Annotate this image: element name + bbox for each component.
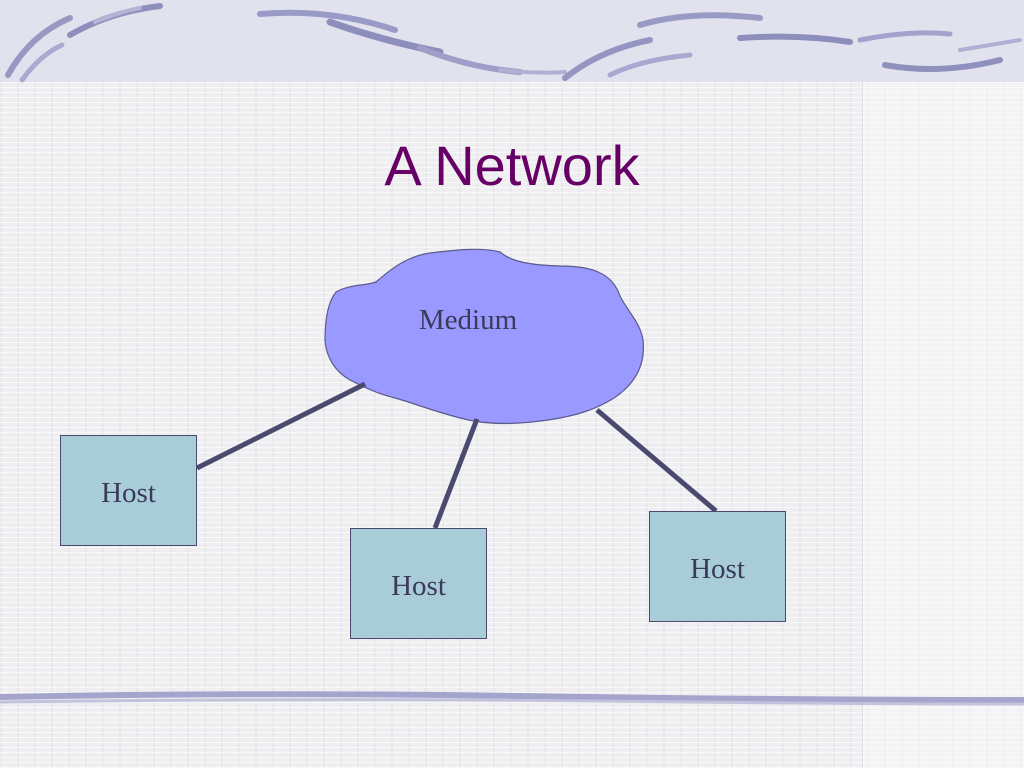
link-right-host	[595, 408, 718, 513]
stroke-top-12	[737, 33, 853, 45]
stroke-top-9	[562, 37, 653, 81]
host-label: Host	[101, 477, 156, 509]
stroke-top-14	[882, 57, 1003, 72]
host-node-middle: Host	[350, 528, 487, 639]
stroke-top-1	[5, 15, 73, 78]
host-label: Host	[690, 553, 745, 585]
host-node-left: Host	[60, 435, 197, 546]
stroke-top-13	[857, 30, 953, 43]
medium-cloud	[324, 248, 644, 425]
bottom-divider-stroke	[0, 691, 1024, 703]
link-left-host	[195, 381, 367, 471]
stroke-top-15	[958, 38, 1022, 52]
background-strip	[862, 82, 1024, 768]
stroke-top-10	[607, 52, 693, 78]
stroke-top-4	[93, 6, 142, 24]
medium-label: Medium	[418, 304, 518, 336]
bottom-divider-shadow	[0, 698, 1024, 706]
stroke-top-8	[498, 68, 567, 75]
slide-title: A Network	[384, 134, 640, 197]
stroke-top-2	[19, 42, 65, 83]
stroke-top-5	[257, 9, 398, 33]
host-node-right: Host	[649, 511, 786, 622]
host-label: Host	[391, 570, 446, 602]
link-middle-host	[432, 418, 480, 529]
stroke-top-11	[637, 12, 763, 28]
